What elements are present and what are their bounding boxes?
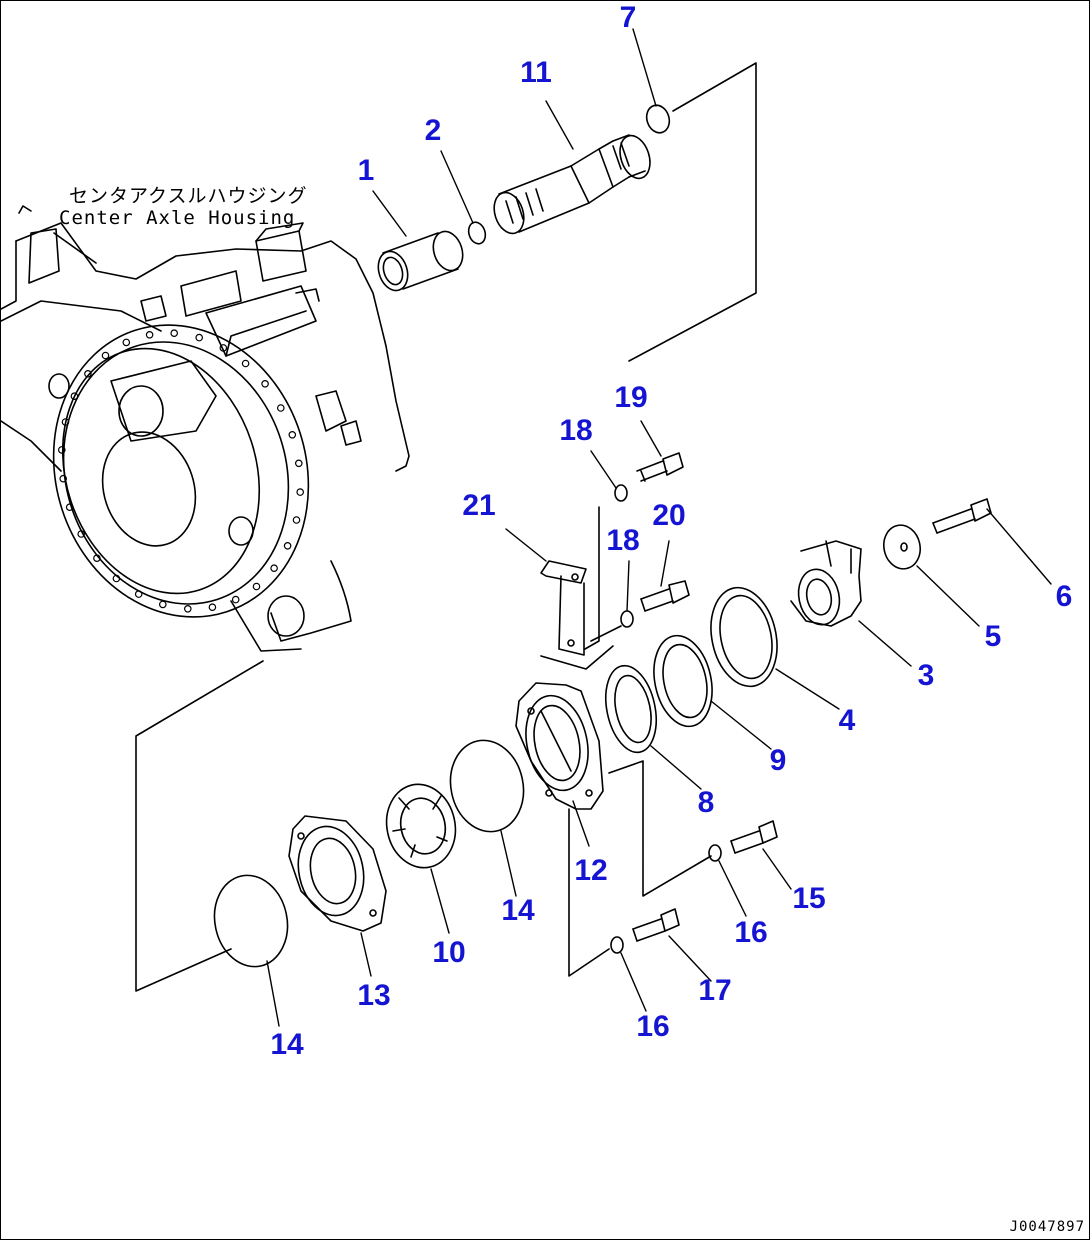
flange-bolt-hole (231, 595, 240, 604)
callout-part-7[interactable]: 7 (619, 1, 637, 34)
flange-bolt-hole (134, 590, 143, 598)
assembly-line-lower-mid (568, 808, 610, 977)
bolt-part-20 (640, 580, 690, 612)
flange-bolt-hole (61, 418, 70, 426)
flange-bolt-hole (219, 344, 228, 352)
flange-bolt-hole (59, 474, 68, 483)
shaft-part-11 (493, 134, 651, 235)
flange-bolt-hole (195, 333, 204, 342)
flange-bolt-hole (296, 488, 305, 496)
o-ring-part-7 (645, 104, 671, 134)
flange-bolt-hole (84, 369, 92, 378)
callout-part-6[interactable]: 6 (1055, 580, 1073, 613)
bolt-part-15 (730, 820, 778, 854)
drawing-number: J0047897 (1009, 1219, 1085, 1235)
flange-bolt-hole (241, 359, 250, 368)
flange-bolt-hole (288, 430, 297, 439)
assembly-line-lower-left (135, 660, 264, 992)
callout-part-16-lower[interactable]: 16 (636, 1010, 670, 1043)
dust-seal-part-4 (710, 586, 778, 688)
bushing-part-1 (377, 230, 464, 292)
assembly-line-top (628, 62, 757, 362)
bolt-part-17 (632, 908, 680, 942)
flange-bolt-hole (184, 604, 192, 613)
bolt-part-6 (932, 498, 992, 534)
callout-part-18-upper[interactable]: 18 (559, 414, 593, 447)
callout-part-11[interactable]: 11 (520, 56, 552, 89)
flange-bolt-hole (294, 459, 303, 468)
flange-bolt-hole (57, 446, 66, 454)
flange-bolt-hole (261, 379, 269, 388)
callout-part-14-upper[interactable]: 14 (501, 894, 535, 927)
leader-lines (266, 28, 1052, 1027)
washer-part-16-upper (708, 844, 722, 862)
flange-bolt-hole (65, 503, 74, 512)
callout-part-12[interactable]: 12 (574, 854, 608, 887)
flange-bolt-hole (122, 338, 131, 347)
cage-part-12 (515, 682, 604, 810)
flange-bolt-hole (270, 564, 278, 573)
callout-part-21[interactable]: 21 (462, 489, 496, 522)
callout-part-10[interactable]: 10 (432, 936, 466, 969)
callout-part-1[interactable]: 1 (357, 154, 375, 187)
callout-part-16-upper[interactable]: 16 (734, 916, 768, 949)
callout-part-2[interactable]: 2 (424, 114, 442, 147)
snap-ring-part-2 (467, 221, 487, 245)
flange-bolt-hole (93, 554, 101, 563)
seal-part-9 (653, 634, 713, 728)
bracket-part-21 (540, 506, 622, 670)
callout-part-18-lower[interactable]: 18 (606, 524, 640, 557)
assembly-line-lower-right (608, 760, 712, 897)
seal-part-8 (605, 664, 657, 754)
callout-part-19[interactable]: 19 (614, 381, 648, 414)
flange-bolt-hole (283, 541, 292, 550)
coupling-part-3 (790, 540, 862, 627)
washer-part-18-lower (620, 610, 634, 628)
callout-part-8[interactable]: 8 (697, 786, 715, 819)
flange-bolt-hole (252, 582, 261, 591)
housing-label-japanese: センタアクスルハウジング (69, 185, 308, 207)
callout-part-4[interactable]: 4 (838, 704, 856, 737)
flange-bolt-hole (159, 600, 167, 609)
flange-bolt-hole (145, 330, 154, 339)
flange-bolt-hole (70, 392, 79, 401)
flange-bolt-hole (276, 404, 285, 412)
o-ring-part-14-lower (213, 874, 289, 968)
housing-label-leader (53, 232, 97, 264)
flange-bolt-hole (101, 351, 110, 360)
flange-bolt-hole (77, 530, 86, 538)
housing-label-english: Center Axle Housing (59, 207, 296, 229)
flange-bolt-hole (208, 603, 217, 612)
washer-part-18-upper (614, 484, 628, 502)
center-axle-housing (1, 205, 410, 652)
flange-bolt-hole (170, 329, 179, 338)
callout-part-3[interactable]: 3 (917, 659, 935, 692)
plate-part-5-hole (900, 542, 908, 552)
cage-part-13 (288, 815, 387, 932)
callout-part-20[interactable]: 20 (652, 499, 686, 532)
flange-bolt-hole (292, 516, 301, 524)
bolt-part-19 (636, 452, 684, 482)
callout-part-13[interactable]: 13 (357, 979, 391, 1012)
flange-bolt-hole (112, 574, 121, 583)
callout-part-17[interactable]: 17 (698, 974, 732, 1007)
plate-part-5 (883, 524, 921, 570)
o-ring-part-14-upper (449, 739, 525, 833)
callout-part-9[interactable]: 9 (769, 744, 787, 777)
washer-part-16-lower (610, 936, 624, 954)
bearing-part-10 (385, 783, 457, 869)
callout-part-15[interactable]: 15 (792, 882, 826, 915)
callout-part-14-lower[interactable]: 14 (270, 1028, 304, 1061)
callout-part-5[interactable]: 5 (984, 620, 1002, 653)
